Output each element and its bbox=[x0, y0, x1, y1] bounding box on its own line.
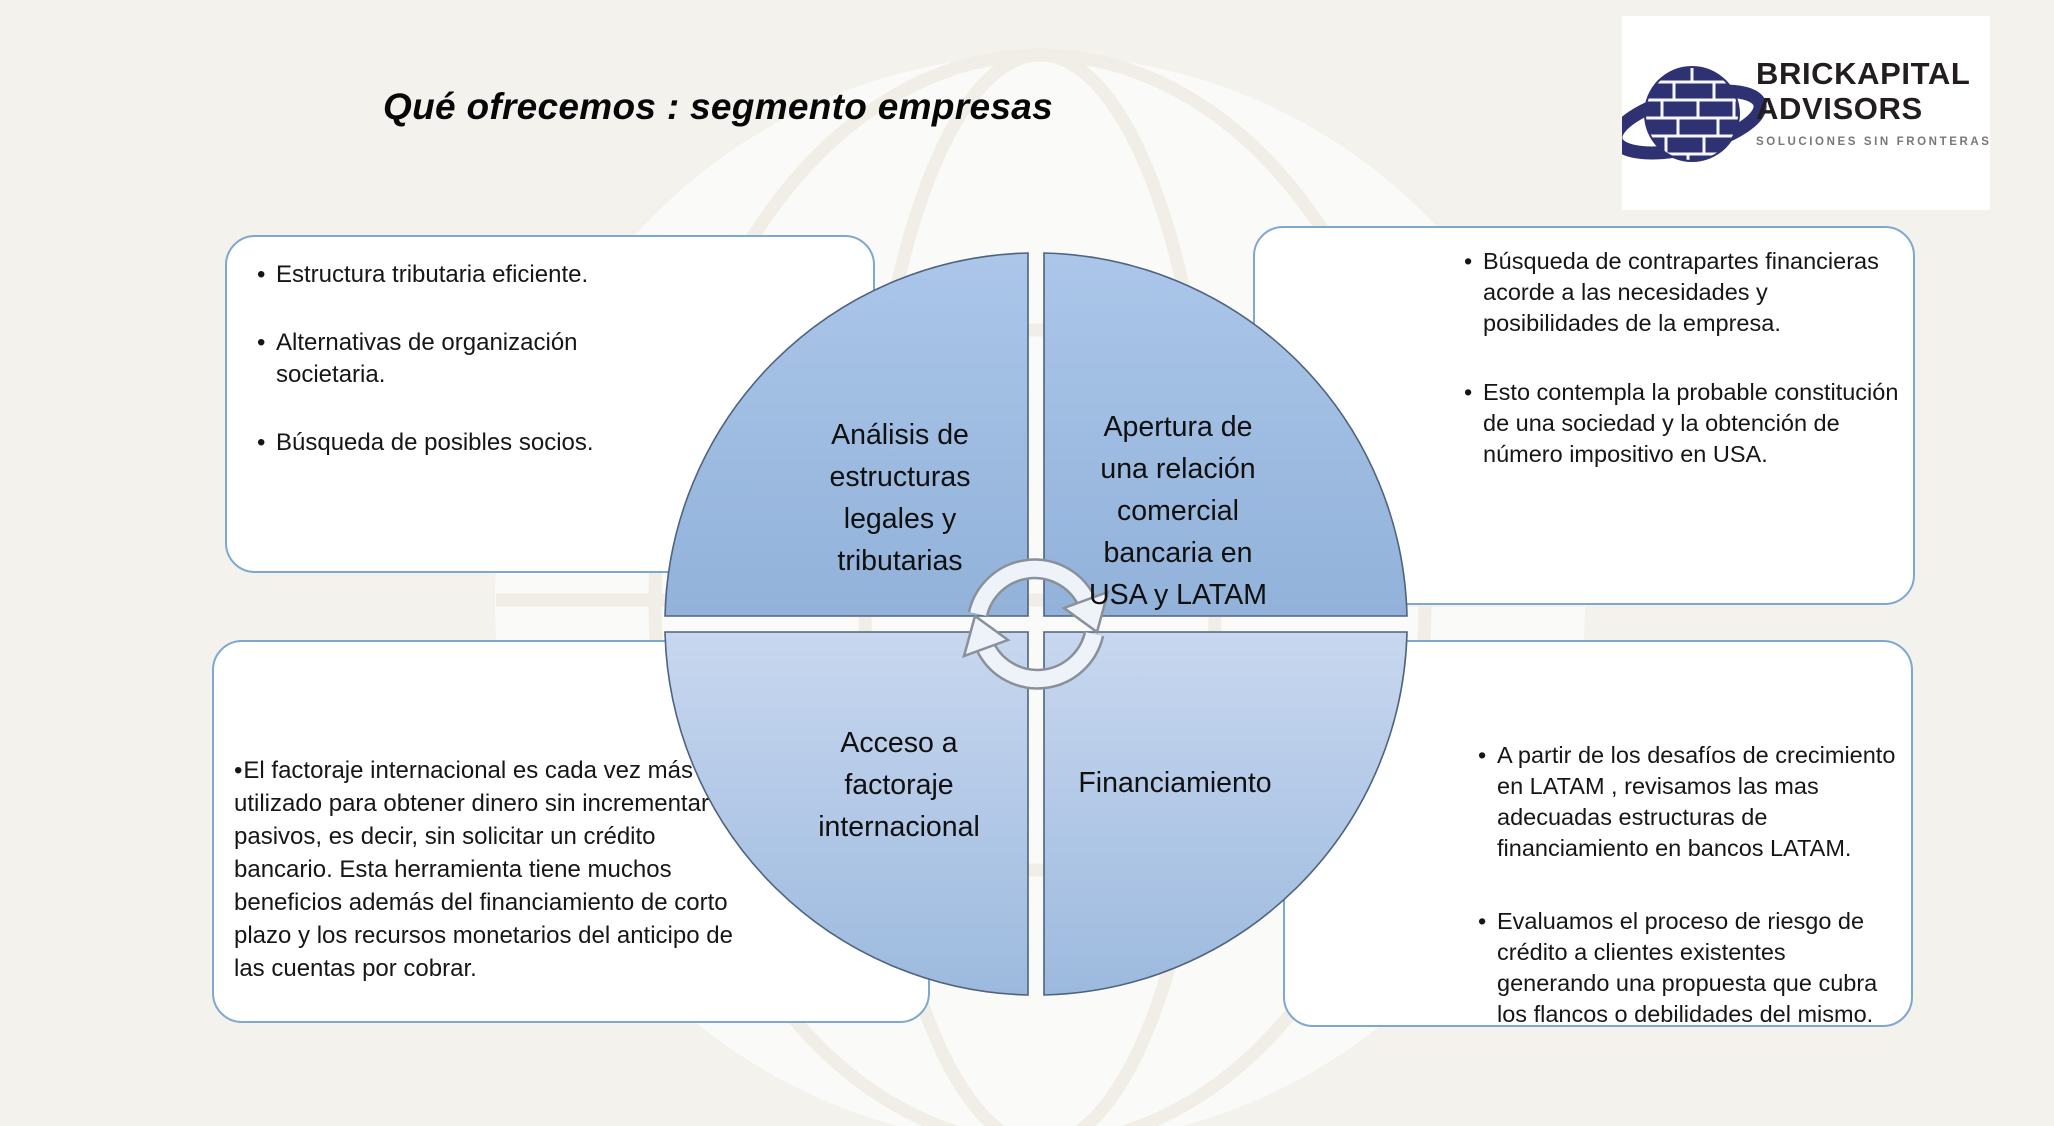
quadrant-label-bottom-left: Acceso a factoraje internacional bbox=[818, 727, 980, 843]
quadrant-label-top-left: Análisis de estructuras legales y tribut… bbox=[829, 419, 971, 577]
logo: BRICKAPITAL ADVISORS SOLUCIONES SIN FRON… bbox=[1622, 16, 1990, 210]
quadrant-label-top-right: Apertura de una relación comercial banca… bbox=[1089, 411, 1267, 611]
quadrant-label-bottom-right: Financiamiento bbox=[1078, 767, 1272, 799]
bullet-item: Evaluamos el proceso de riesgo de crédit… bbox=[1476, 906, 1901, 1030]
logo-tagline: SOLUCIONES SIN FRONTERAS bbox=[1756, 136, 1992, 148]
note-box-top-right: Búsqueda de contrapartes financieras aco… bbox=[1253, 226, 1915, 605]
bullet-list: Estructura tributaria eficiente. Alterna… bbox=[255, 259, 627, 459]
note-box-bottom-right: A partir de los desafíos de crecimiento … bbox=[1283, 640, 1913, 1027]
bullet-item: Estructura tributaria eficiente. bbox=[255, 259, 627, 291]
bullet-item: A partir de los desafíos de crecimiento … bbox=[1476, 740, 1901, 864]
bullet-item: Búsqueda de contrapartes financieras aco… bbox=[1462, 246, 1905, 339]
page-title: Qué ofrecemos : segmento empresas bbox=[383, 86, 1053, 127]
bullet-item: Esto contempla la probable constitución … bbox=[1462, 377, 1905, 470]
bullet-list: A partir de los desafíos de crecimiento … bbox=[1476, 740, 1901, 1030]
logo-name-line1: BRICKAPITAL bbox=[1756, 56, 1971, 91]
logo-wordmark: BRICKAPITAL ADVISORS SOLUCIONES SIN FRON… bbox=[1756, 56, 1992, 148]
bullet-item: Búsqueda de posibles socios. bbox=[255, 427, 627, 459]
bullet-item: Alternativas de organización societaria. bbox=[255, 327, 627, 391]
logo-name-line2: ADVISORS bbox=[1756, 91, 1923, 126]
bullet-list: Búsqueda de contrapartes financieras aco… bbox=[1462, 246, 1905, 470]
bullet-list: El factoraje internacional es cada vez m… bbox=[234, 754, 750, 985]
bullet-item: El factoraje internacional es cada vez m… bbox=[234, 754, 750, 985]
